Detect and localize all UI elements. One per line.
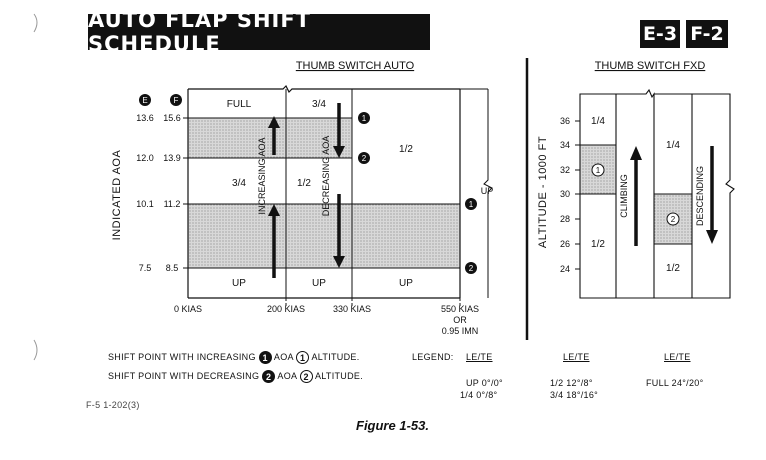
legend-altitude-2: ALTITUDE. [314, 370, 363, 381]
alt-tick-30: 30 [560, 189, 570, 199]
region-full: FULL [227, 99, 252, 110]
legend-altitude-1: ALTITUDE. [311, 351, 360, 362]
legend-shift-dec-text: SHIFT POINT WITH DECREASING [108, 370, 260, 381]
ytick-e-1: 12.0 [136, 153, 154, 163]
legend-aoa-1: AOA [273, 351, 294, 362]
ytick-f-3: 8.5 [166, 263, 179, 273]
marker-e-icon [139, 94, 151, 106]
legend-shift-increasing: SHIFT POINT WITH INCREASING 1 AOA 1 ALTI… [108, 351, 360, 364]
marker-f-label: F [174, 96, 179, 105]
increasing-arrow-lower-icon [268, 204, 280, 216]
badge-e3: E-3 [640, 20, 680, 48]
region-up-right: UP [481, 186, 494, 196]
xtick-0: 0 KIAS [174, 304, 202, 314]
ytick-f-1: 13.9 [163, 153, 181, 163]
left-y-axis-label: INDICATED AOA [111, 150, 123, 241]
legend-col1-line2: 1/4 0°/8° [460, 390, 498, 400]
descending-arrow-icon [706, 230, 718, 244]
increasing-arrow-upper-icon [268, 116, 280, 128]
xtick-or: OR [453, 315, 467, 325]
legend-open-1-icon: 1 [296, 351, 310, 364]
alt-tick-32: 32 [560, 165, 570, 175]
xtick-200: 200 KIAS [267, 304, 305, 314]
climbing-arrow-icon [630, 146, 642, 160]
alt-tick-26: 26 [560, 239, 570, 249]
shift-marker-2-right: 2 [469, 264, 474, 273]
region-up-2: UP [312, 278, 326, 289]
xtick-imn: 0.95 IMN [442, 326, 479, 336]
descending-label: DESCENDING [695, 166, 705, 226]
alt-marker-2: 2 [671, 215, 676, 224]
legend-lete-1: LE/TE [466, 352, 493, 362]
fxd-half-left: 1/2 [591, 239, 605, 250]
legend-col2-line2: 3/4 18°/16° [550, 390, 599, 400]
ytick-f-0: 15.6 [163, 113, 181, 123]
legend-lete-2: LE/TE [563, 352, 590, 362]
climbing-label: CLIMBING [619, 174, 629, 218]
alt-tick-34: 34 [560, 140, 570, 150]
alt-tick-24: 24 [560, 264, 570, 274]
reference-code: F-5 1-202(3) [86, 400, 140, 410]
legend-filled-1-icon: 1 [258, 351, 272, 364]
region-three-quarter-mid: 3/4 [232, 178, 246, 189]
legend-col3-line1: FULL 24°/20° [646, 378, 704, 388]
legend-shift-inc-text: SHIFT POINT WITH INCREASING [108, 351, 256, 362]
left-chart-header: THUMB SWITCH AUTO [296, 60, 415, 72]
alt-tick-28: 28 [560, 214, 570, 224]
fxd-quarter-right: 1/4 [666, 140, 680, 151]
marker-f-icon [170, 94, 182, 106]
xtick-330: 330 KIAS [333, 304, 371, 314]
decreasing-arrow-upper-icon [333, 146, 345, 158]
legend-col2-line1: 1/2 12°/8° [550, 378, 593, 388]
alt-marker-1: 1 [596, 166, 601, 175]
legend-open-2-icon: 2 [299, 370, 313, 383]
ytick-e-2: 10.1 [136, 199, 154, 209]
badge-f2: F-2 [686, 20, 728, 48]
alt-tick-36: 36 [560, 116, 570, 126]
region-up-3: UP [399, 278, 413, 289]
region-three-quarter-top: 3/4 [312, 99, 326, 110]
fxd-quarter-left: 1/4 [591, 116, 605, 127]
shift-marker-2-top: 2 [362, 154, 367, 163]
legend-shift-decreasing: SHIFT POINT WITH DECREASING 2 AOA 2 ALTI… [108, 370, 363, 383]
region-half-mid: 1/2 [297, 178, 311, 189]
decreasing-arrow-lower-icon [333, 256, 345, 268]
legend-col1-line1: UP 0°/0° [466, 378, 503, 388]
xtick-550: 550 KIAS [441, 304, 479, 314]
fxd-half-right: 1/2 [666, 263, 680, 274]
margin-mark-bottom-icon [33, 339, 38, 361]
figure-caption: Figure 1-53. [356, 418, 429, 433]
marker-e-label: E [142, 96, 147, 105]
increasing-aoa-label: INCREASING AOA [257, 137, 267, 214]
right-chart-header: THUMB SWITCH FXD [595, 60, 706, 72]
ytick-e-3: 7.5 [139, 263, 152, 273]
ytick-e-0: 13.6 [136, 113, 154, 123]
ytick-f-2: 11.2 [164, 199, 181, 209]
legend-lete-3: LE/TE [664, 352, 691, 362]
legend-label: LEGEND: [412, 352, 454, 362]
band-lower-shaded [188, 204, 460, 268]
margin-mark-top-icon [33, 13, 38, 33]
legend-filled-2-icon: 2 [262, 370, 276, 383]
region-half-right: 1/2 [399, 144, 413, 155]
region-up-1: UP [232, 278, 246, 289]
shift-marker-1-top: 1 [362, 114, 367, 123]
legend-aoa-2: AOA [277, 370, 297, 381]
right-y-axis-label: ALTITUDE - 1000 FT [537, 136, 549, 248]
shift-marker-1-right: 1 [469, 200, 474, 209]
decreasing-aoa-label: DECREASING AOA [321, 136, 331, 217]
